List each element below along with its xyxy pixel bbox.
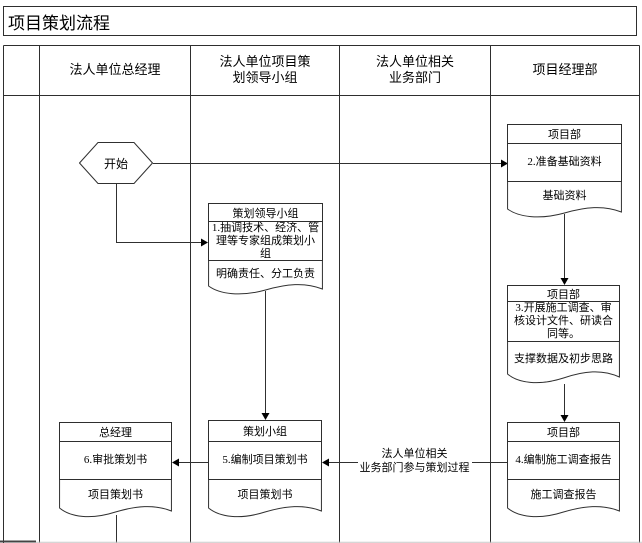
participation-note: 法人单位相关 业务部门参与策划过程 xyxy=(339,447,490,475)
process-box-approve-plan: 总经理 6.审批策划书 项目策划书 xyxy=(59,422,172,520)
process-box-construction-survey: 项目部 3.开展施工调查、审核设计文件、研读合同等。 支撑数据及初步思路 xyxy=(507,285,620,386)
diagram-title: 项目策划流程 xyxy=(8,13,110,33)
document-shape: 项目策划书 xyxy=(59,480,172,520)
process-box-header: 项目部 xyxy=(507,422,620,442)
process-box-body: 2.准备基础资料 xyxy=(507,144,622,182)
document-shape: 支撑数据及初步思路 xyxy=(507,342,620,386)
participation-note-line1: 法人单位相关 xyxy=(379,447,450,461)
document-label: 支撑数据及初步思路 xyxy=(514,353,613,365)
document-label: 施工调查报告 xyxy=(530,489,597,501)
process-box-compile-plan: 策划小组 5.编制项目策划书 项目策划书 xyxy=(208,420,322,520)
process-box-body: 6.审批策划书 xyxy=(59,442,172,480)
process-box-header: 总经理 xyxy=(59,422,172,442)
process-box-body: 1.抽调技术、经济、管理等专家组成策划小组 xyxy=(208,222,323,261)
document-label: 基础资料 xyxy=(542,190,587,202)
lane-header-related-departments: 法人单位相关业务部门 xyxy=(375,54,454,85)
diagram-title-box: 项目策划流程 xyxy=(3,6,637,36)
document-shape: 项目策划书 xyxy=(208,480,322,520)
lane-header-general-manager: 法人单位总经理 xyxy=(69,62,161,77)
start-node: 开始 xyxy=(78,142,154,184)
document-shape: 明确责任、分工负责 xyxy=(208,261,323,297)
process-box-header: 项目部 xyxy=(507,124,622,144)
process-box-header: 项目部 xyxy=(507,285,620,302)
document-label: 项目策划书 xyxy=(237,489,293,501)
arrowheads xyxy=(172,159,569,467)
participation-note-line2: 业务部门参与策划过程 xyxy=(357,461,472,475)
document-shape: 施工调查报告 xyxy=(507,480,620,520)
process-box-survey-report: 项目部 4.编制施工调查报告 施工调查报告 xyxy=(507,422,620,520)
process-box-header: 策划小组 xyxy=(208,420,322,442)
process-box-body: 3.开展施工调查、审核设计文件、研读合同等。 xyxy=(507,302,620,342)
process-box-body: 5.编制项目策划书 xyxy=(208,442,322,480)
document-label: 明确责任、分工负责 xyxy=(216,268,315,280)
start-label: 开始 xyxy=(103,156,128,171)
process-box-header: 策划领导小组 xyxy=(208,203,323,222)
process-box-body: 4.编制施工调查报告 xyxy=(507,442,620,480)
process-box-prepare-basic-data: 项目部 2.准备基础资料 基础资料 xyxy=(507,124,622,220)
document-label: 项目策划书 xyxy=(88,489,143,501)
hexagon-shape xyxy=(78,142,154,184)
lane-header-planning-leading-group: 法人单位项目策划领导小组 xyxy=(219,54,311,85)
process-box-plan-group-setup: 策划领导小组 1.抽调技术、经济、管理等专家组成策划小组 明确责任、分工负责 xyxy=(208,203,323,297)
document-shape: 基础资料 xyxy=(507,182,622,220)
lane-header-project-manager-dept: 项目经理部 xyxy=(532,62,598,77)
